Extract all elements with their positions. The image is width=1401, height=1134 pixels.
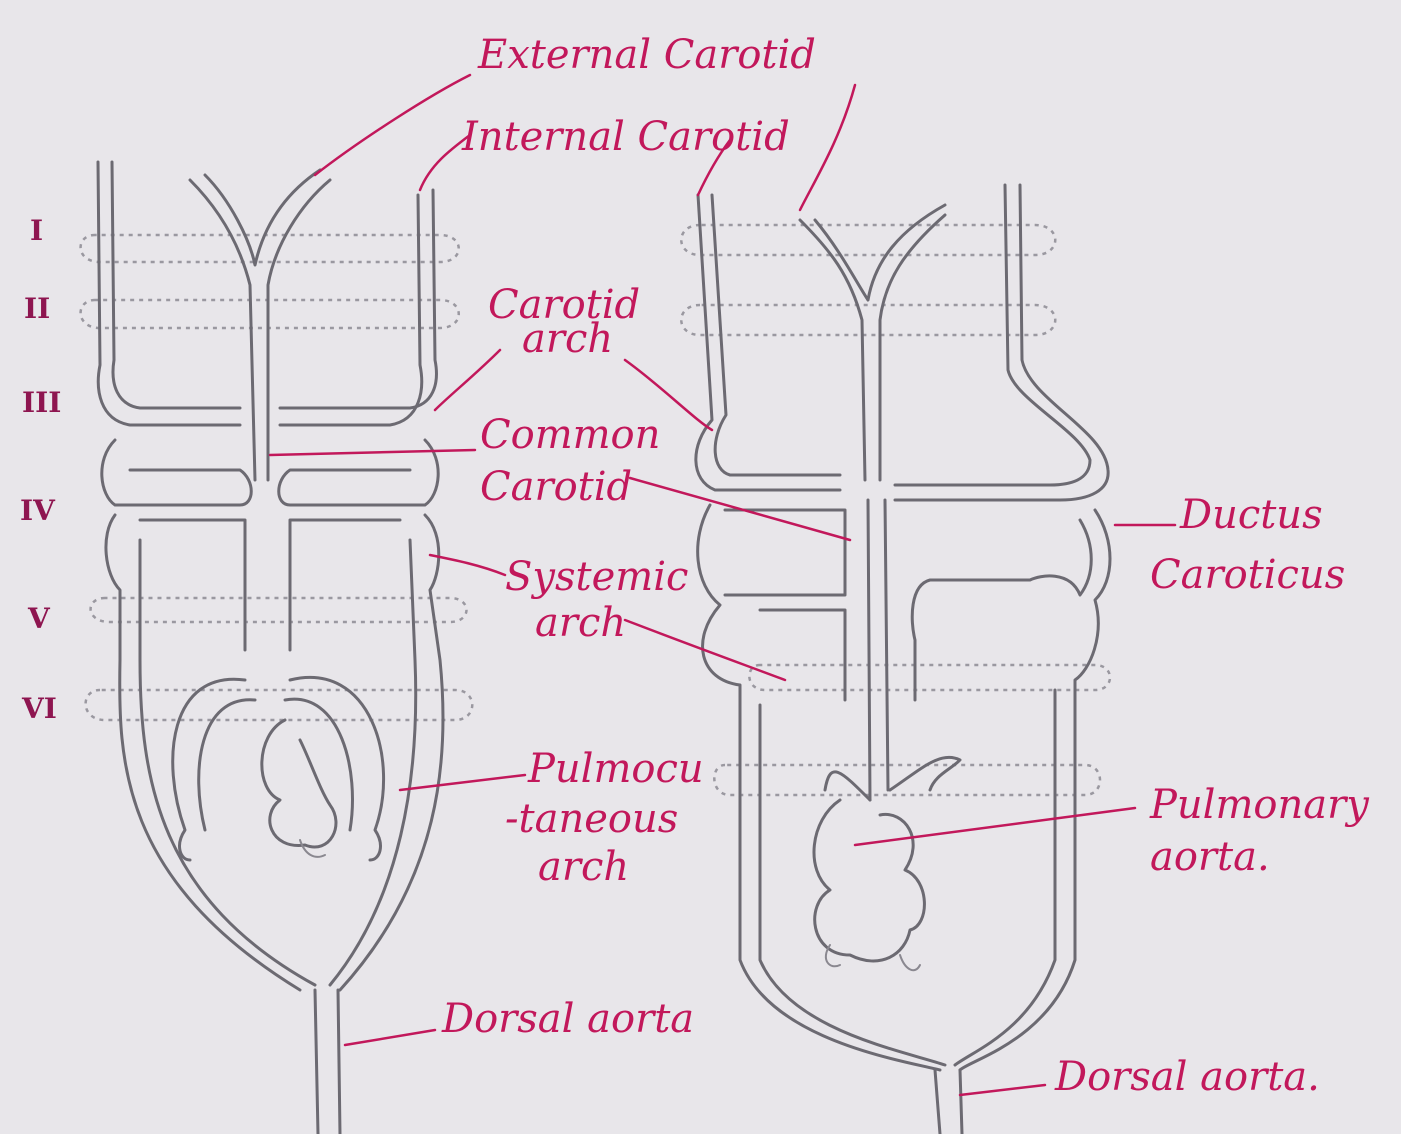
right-diagram <box>681 185 1110 1134</box>
left-vessels <box>98 162 443 1134</box>
label-systemic-arch-1: Systemic <box>505 554 688 600</box>
label-common-carotid-2: Carotid <box>480 464 632 510</box>
numeral-vi: VI <box>21 692 57 725</box>
label-dorsal-aorta-right: Dorsal aorta. <box>1054 1054 1320 1100</box>
arch-numerals: I II III IV V VI <box>20 214 61 725</box>
label-internal-carotid: Internal Carotid <box>461 114 790 160</box>
numeral-iv: IV <box>20 494 56 527</box>
label-carotid-arch-2: arch <box>522 316 613 362</box>
label-pulmonary-aorta-2: aorta. <box>1150 834 1270 880</box>
label-pulmonary-aorta-1: Pulmonary <box>1149 782 1370 828</box>
label-common-carotid-1: Common <box>480 412 660 458</box>
label-ductus-caroticus-1: Ductus <box>1179 492 1323 538</box>
label-external-carotid: External Carotid <box>477 32 816 78</box>
label-pulmocutaneous-1: Pulmocu <box>527 746 704 792</box>
leader-lines <box>270 75 1175 1095</box>
label-pulmocutaneous-3: arch <box>538 844 629 890</box>
right-vessels <box>696 185 1110 1134</box>
numeral-v: V <box>27 602 51 635</box>
label-ductus-caroticus-2: Caroticus <box>1150 552 1345 598</box>
label-dorsal-aorta-left: Dorsal aorta <box>441 996 694 1042</box>
numeral-ii: II <box>24 292 50 325</box>
numeral-iii: III <box>22 386 61 419</box>
label-pulmocutaneous-2: -taneous <box>505 796 678 842</box>
left-diagram <box>81 162 473 1134</box>
numeral-i: I <box>30 214 43 247</box>
label-systemic-arch-2: arch <box>535 600 626 646</box>
